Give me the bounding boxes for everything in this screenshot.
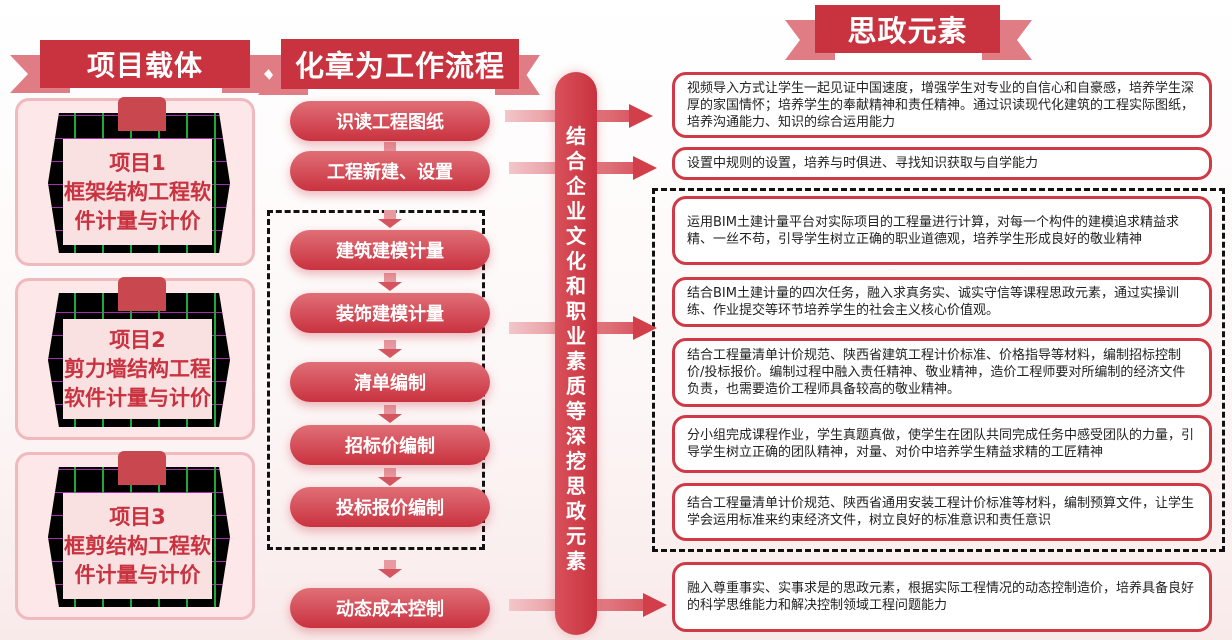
- element-text: 结合工程量清单计价规范、陕西省通用安装工程计价标准等材料，编制预算文件，让学生学…: [687, 496, 1195, 528]
- step-bid-quotation: 投标报价编制: [290, 487, 490, 527]
- element-box: 结合工程量清单计价规范、陕西省建筑工程计价标准、价格指导等材料，编制招标控制价/…: [672, 338, 1212, 407]
- step-building-modeling: 建筑建模计量: [290, 230, 490, 270]
- down-arrow-icon: [378, 273, 402, 291]
- step-bill-compilation: 清单编制: [290, 362, 490, 402]
- right-arrow-icon: [509, 316, 657, 340]
- down-arrow-icon: [378, 210, 402, 228]
- project-name-line: 框剪结构工程软: [64, 533, 211, 558]
- carrier-header: 项目载体: [40, 40, 250, 88]
- center-theme-bar: 结合企业文化和职业素质等深挖思政元素: [555, 72, 597, 635]
- project-name-line: 框架结构工程软: [64, 179, 211, 204]
- project-card-3: 项目3 框剪结构工程软件计量与计价: [15, 451, 255, 620]
- project-label: 项目1 框架结构工程软件计量与计价: [63, 139, 212, 245]
- down-arrow-icon: [378, 468, 402, 486]
- element-box: 运用BIM土建计量平台对实际项目的工程量进行计算，对每一个构件的建模追求精益求精…: [672, 196, 1212, 265]
- project-title: 项目2: [109, 327, 166, 352]
- element-text: 融入尊重事实、实事求是的思政元素，根据实际工程情况的动态控制造价，培养具备良好的…: [687, 581, 1195, 613]
- ideology-header: 思政元素: [815, 5, 1000, 53]
- element-box: 融入尊重事实、实事求是的思政元素，根据实际工程情况的动态控制造价，培养具备良好的…: [672, 562, 1212, 632]
- step-tender-price: 招标价编制: [290, 425, 490, 465]
- element-text: 结合工程量清单计价规范、陕西省建筑工程计价标准、价格指导等材料，编制招标控制价/…: [687, 348, 1186, 397]
- element-box: 结合工程量清单计价规范、陕西省通用安装工程计价标准等材料，编制预算文件，让学生学…: [672, 483, 1212, 541]
- down-arrow-icon: [378, 340, 402, 358]
- project-card-2: 项目2 剪力墙结构工程软件计量与计价: [15, 277, 255, 440]
- project-label: 项目2 剪力墙结构工程软件计量与计价: [63, 319, 212, 419]
- center-theme-text: 结合企业文化和职业素质等深挖思政元素: [566, 124, 586, 573]
- step-dynamic-cost-control: 动态成本控制: [290, 588, 490, 628]
- step-decoration-modeling: 装饰建模计量: [290, 293, 490, 333]
- project-title: 项目3: [109, 504, 166, 529]
- down-arrow-icon: [378, 560, 402, 578]
- briefcase-handle-icon: [118, 97, 166, 131]
- workflow-header: 化章为工作流程: [281, 39, 519, 89]
- element-box: 结合BIM土建计量的四次任务，融入求真务实、诚实守信等课程思政元素，通过实操训练…: [672, 277, 1212, 327]
- element-text: 运用BIM土建计量平台对实际项目的工程量进行计算，对每一个构件的建模追求精益求精…: [687, 214, 1179, 247]
- briefcase-handle-icon: [118, 277, 166, 311]
- project-name-line: 软件计量与计价: [64, 385, 211, 410]
- element-box: 视频导入方式让学生一起见证中国速度，增强学生对专业的自信心和自豪感，培养学生深厚…: [672, 72, 1212, 138]
- element-box: 分小组完成课程作业，学生真题真做，使学生在团队共同完成任务中感受团队的力量，引导…: [672, 415, 1212, 473]
- element-text: 视频导入方式让学生一起见证中国速度，增强学生对专业的自信心和自豪感，培养学生深厚…: [687, 80, 1195, 130]
- project-card-1: 项目1 框架结构工程软件计量与计价: [15, 97, 255, 266]
- project-title: 项目1: [109, 150, 166, 175]
- step-project-setup: 工程新建、设置: [290, 151, 490, 191]
- step-read-drawings: 识读工程图纸: [290, 101, 490, 141]
- project-name-line: 件计量与计价: [74, 208, 201, 233]
- project-label: 项目3 框剪结构工程软件计量与计价: [63, 493, 212, 599]
- dashed-group-frame: [652, 188, 1225, 552]
- element-text: 结合BIM土建计量的四次任务，融入求真务实、诚实守信等课程思政元素，通过实操训练…: [687, 286, 1179, 318]
- project-name-line: 剪力墙结构工程: [64, 356, 211, 381]
- briefcase-handle-icon: [118, 451, 166, 485]
- element-text: 设置中规则的设置，培养与时俱进、寻找知识获取与自学能力: [687, 156, 1039, 171]
- project-name-line: 件计量与计价: [74, 562, 201, 587]
- element-text: 分小组完成课程作业，学生真题真做，使学生在团队共同完成任务中感受团队的力量，引导…: [687, 428, 1195, 460]
- down-arrow-icon: [378, 405, 402, 423]
- element-box: 设置中规则的设置，培养与时俱进、寻找知识获取与自学能力: [672, 147, 1212, 180]
